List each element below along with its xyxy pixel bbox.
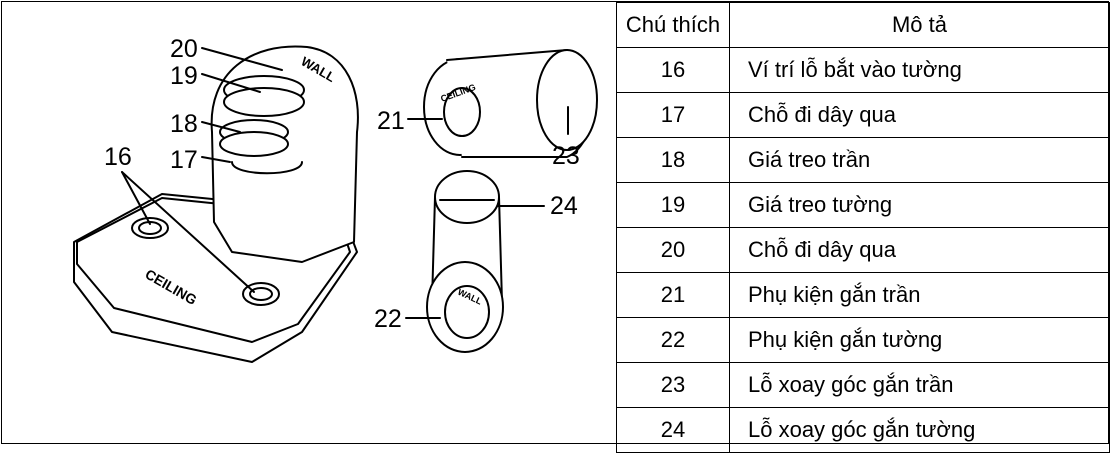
wall-accessory-cap-top	[434, 170, 500, 224]
row-number: 17	[616, 92, 730, 138]
header-callout: Chú thích	[616, 2, 730, 48]
row-description: Phụ kiện gắn trần	[729, 272, 1110, 318]
row-description: Lỗ xoay góc gắn trần	[729, 362, 1110, 408]
row-description: Chỗ đi dây qua	[729, 92, 1110, 138]
callout-18: 18	[170, 110, 198, 138]
row-description: Chỗ đi dây qua	[729, 227, 1110, 273]
callout-20: 20	[170, 35, 198, 63]
callout-19: 19	[170, 62, 198, 90]
row-description: Ví trí lỗ bắt vào tường	[729, 47, 1110, 93]
row-number: 19	[616, 182, 730, 228]
row-description: Phụ kiện gắn tường	[729, 317, 1110, 363]
row-number: 16	[616, 47, 730, 93]
row-number: 22	[616, 317, 730, 363]
callout-16: 16	[104, 143, 132, 171]
callout-21: 21	[377, 107, 405, 135]
row-number: 20	[616, 227, 730, 273]
callout-17: 17	[170, 146, 198, 174]
row-number: 21	[616, 272, 730, 318]
callout-24: 24	[550, 192, 578, 220]
callout-23: 23	[552, 142, 580, 170]
row-description: Lỗ xoay góc gắn tường	[729, 407, 1110, 453]
row-number: 23	[616, 362, 730, 408]
row-description: Giá treo tường	[729, 182, 1110, 228]
mount-illustration: 20 19 18 16 17 21 23 24 22 CEILING WALL …	[73, 35, 598, 363]
header-description: Mô tả	[729, 2, 1110, 48]
callout-22: 22	[374, 305, 402, 333]
row-number: 18	[616, 137, 730, 183]
row-description: Giá treo trần	[729, 137, 1110, 183]
table-header-row: Chú thích Mô tả	[616, 2, 1110, 48]
